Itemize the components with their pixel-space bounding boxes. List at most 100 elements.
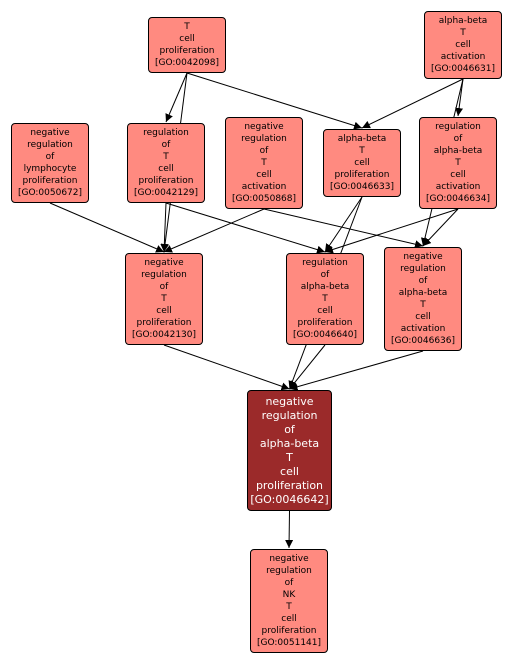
edge-0042098-to-0046633 bbox=[186, 72, 363, 130]
node-label-line: activation bbox=[400, 324, 446, 334]
node-label-line: regulation bbox=[266, 566, 312, 576]
node-label-line: regulation bbox=[143, 128, 189, 138]
edge-0050868-to-0046636 bbox=[263, 208, 424, 249]
edge-0046642-to-0051141 bbox=[285, 510, 294, 549]
edge-0046634-to-0046636 bbox=[422, 208, 459, 247]
node-label-line: of bbox=[284, 578, 294, 588]
node-label-line: proliferation bbox=[159, 46, 215, 56]
node-label-line: regulation bbox=[27, 140, 73, 150]
node-label-line: of bbox=[45, 152, 55, 162]
node-label-line: cell bbox=[179, 34, 195, 44]
node-label-line: proliferation bbox=[136, 318, 192, 328]
go-node-0050672[interactable]: negative regulation of lymphocyte proliferat… bbox=[11, 123, 89, 203]
edge-0042098-to-0042129 bbox=[165, 72, 188, 123]
node-label-line: [GO:0046634] bbox=[425, 194, 491, 204]
node-label-line: proliferation bbox=[22, 176, 78, 186]
node-label-line: of bbox=[159, 282, 169, 292]
node-label-line: [GO:0042098] bbox=[154, 58, 220, 68]
node-label-line: [GO:0046633] bbox=[329, 182, 395, 192]
node-label-line: regulation bbox=[400, 264, 446, 274]
node-label-line: cell bbox=[158, 164, 174, 174]
node-label-line: T bbox=[161, 294, 167, 304]
node-label-line: proliferation bbox=[138, 176, 194, 186]
node-label-line: NK bbox=[282, 590, 296, 600]
node-label-line: cell bbox=[450, 170, 466, 180]
node-label-line: cell bbox=[354, 158, 370, 168]
node-label-line: lymphocyte bbox=[23, 164, 77, 174]
node-label-line: [GO:0046631] bbox=[430, 64, 496, 74]
edge-0046633-to-0046640 bbox=[324, 196, 363, 253]
node-label-line: regulation bbox=[241, 134, 287, 144]
node-label-line: cell bbox=[256, 170, 272, 180]
node-label-line: [GO:0042129] bbox=[133, 188, 199, 198]
node-label-line: proliferation bbox=[255, 478, 324, 492]
node-label-line: cell bbox=[317, 306, 333, 316]
node-label-line: proliferation bbox=[334, 170, 390, 180]
node-label-line: [GO:0050868] bbox=[231, 194, 297, 204]
node-label-line: alpha-beta bbox=[398, 288, 448, 298]
node-label-line: of bbox=[320, 270, 330, 280]
node-label-line: negative bbox=[144, 258, 184, 268]
node-label-line: T bbox=[322, 294, 328, 304]
node-label-line: of bbox=[161, 140, 171, 150]
node-label-line: regulation bbox=[435, 122, 481, 132]
node-label-line: negative bbox=[30, 128, 70, 138]
node-label-line: [GO:0051141] bbox=[256, 638, 322, 648]
edge-0046640-to-0046642 bbox=[289, 344, 326, 390]
node-label-line: of bbox=[453, 134, 463, 144]
node-label-line: T bbox=[261, 158, 267, 168]
node-label-line: of bbox=[418, 276, 428, 286]
node-label-line: negative bbox=[269, 554, 309, 564]
node-label-line: proliferation bbox=[261, 626, 317, 636]
node-label-line: T bbox=[460, 28, 466, 38]
node-label-line: T bbox=[455, 158, 461, 168]
node-label-line: negative bbox=[244, 122, 284, 132]
edge-0042129-to-0042130 bbox=[160, 202, 169, 253]
node-label-line: T bbox=[420, 300, 426, 310]
node-label-line: alpha-beta bbox=[438, 16, 488, 26]
node-label-line: [GO:0046640] bbox=[292, 330, 358, 340]
node-label-line: T bbox=[359, 146, 365, 156]
edge-0046631-to-0046634 bbox=[455, 78, 464, 117]
edge-0046631-to-0046633 bbox=[361, 78, 464, 129]
node-label-line: [GO:0042130] bbox=[131, 330, 197, 340]
node-label-line: cell bbox=[281, 614, 297, 624]
node-label-line: negative bbox=[403, 252, 443, 262]
edge-0042129-to-0046640 bbox=[165, 202, 326, 254]
node-label-line: [GO:0046642] bbox=[250, 492, 329, 506]
node-label-line: proliferation bbox=[297, 318, 353, 328]
node-label-line: alpha-beta bbox=[337, 134, 387, 144]
node-label-line: cell bbox=[280, 464, 299, 478]
node-label-line: T bbox=[286, 450, 293, 464]
node-label-line: regulation bbox=[141, 270, 187, 280]
edge-0042130-to-0046642 bbox=[163, 344, 290, 391]
node-label-line: [GO:0046636] bbox=[390, 336, 456, 346]
node-label-line: regulation bbox=[302, 258, 348, 268]
node-label-line: [GO:0050672] bbox=[17, 188, 83, 198]
node-label-line: T bbox=[163, 152, 169, 162]
node-label-line: activation bbox=[440, 52, 486, 62]
node-label-line: cell bbox=[415, 312, 431, 322]
node-label-line: T bbox=[286, 602, 292, 612]
node-label-line: cell bbox=[455, 40, 471, 50]
edge-0050672-to-0042130 bbox=[49, 202, 165, 253]
edge-0046636-to-0046642 bbox=[289, 350, 424, 391]
edge-0046634-to-0046640 bbox=[324, 208, 459, 254]
node-label-line: regulation bbox=[261, 408, 318, 422]
edge-0050868-to-0042130 bbox=[163, 208, 265, 253]
node-label-line: activation bbox=[435, 182, 481, 192]
node-label-line: of bbox=[284, 422, 295, 436]
node-label-line: of bbox=[259, 146, 269, 156]
